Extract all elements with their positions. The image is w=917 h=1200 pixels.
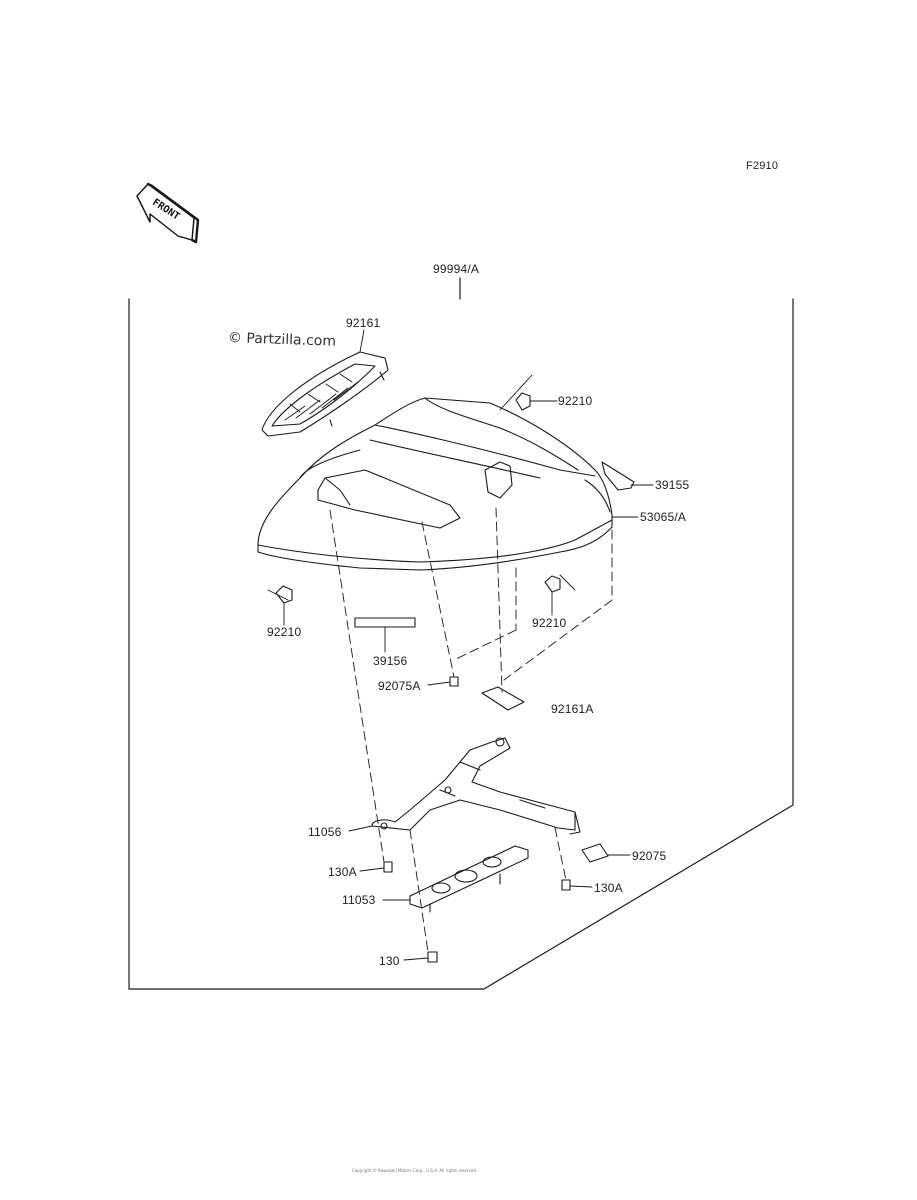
bolt-92075A	[449, 676, 459, 687]
plate-11053	[409, 845, 529, 913]
figure-code: F2910	[746, 160, 779, 172]
pad-39155	[601, 461, 635, 491]
bolt-130	[427, 951, 438, 963]
part-label-53065: 53065/A	[640, 510, 687, 524]
kit-number-label: 99994/A	[433, 262, 480, 276]
kit-boundary	[128, 277, 794, 990]
part-label-130A-left: 130A	[328, 865, 357, 879]
pad-92075	[581, 843, 609, 863]
assembly-lines	[329, 507, 613, 953]
bolt-130A-left	[383, 861, 393, 873]
part-label-92161A: 92161A	[551, 702, 594, 716]
part-label-39155: 39155	[655, 478, 690, 492]
clip-92210-top	[515, 392, 531, 411]
bolt-130A-right	[561, 879, 571, 891]
part-label-92075: 92075	[632, 849, 667, 863]
part-label-11056: 11056	[308, 825, 342, 839]
part-label-92161: 92161	[346, 316, 381, 330]
part-label-39156: 39156	[373, 654, 408, 668]
front-arrow-icon: FRONT	[136, 182, 200, 244]
clip-92210-right	[544, 575, 561, 593]
emblem-92161	[261, 351, 389, 437]
clip-92210-left	[275, 585, 293, 604]
part-label-92210-left: 92210	[267, 625, 302, 639]
copyright-notice: Copyright © Kawasaki Motors Corp., U.S.A…	[352, 1168, 478, 1173]
part-label-130: 130	[379, 954, 400, 968]
bracket-11056	[371, 737, 581, 835]
part-label-11053: 11053	[342, 893, 376, 907]
leader-lines	[267, 329, 654, 961]
part-label-92210-right: 92210	[532, 616, 567, 630]
part-label-130A-right: 130A	[594, 881, 623, 895]
part-label-92210-top: 92210	[558, 394, 593, 408]
seat-cowl-53065	[257, 397, 613, 571]
pad-92161A	[481, 686, 525, 711]
strip-39156	[354, 617, 416, 628]
part-label-92075A: 92075A	[378, 679, 421, 693]
